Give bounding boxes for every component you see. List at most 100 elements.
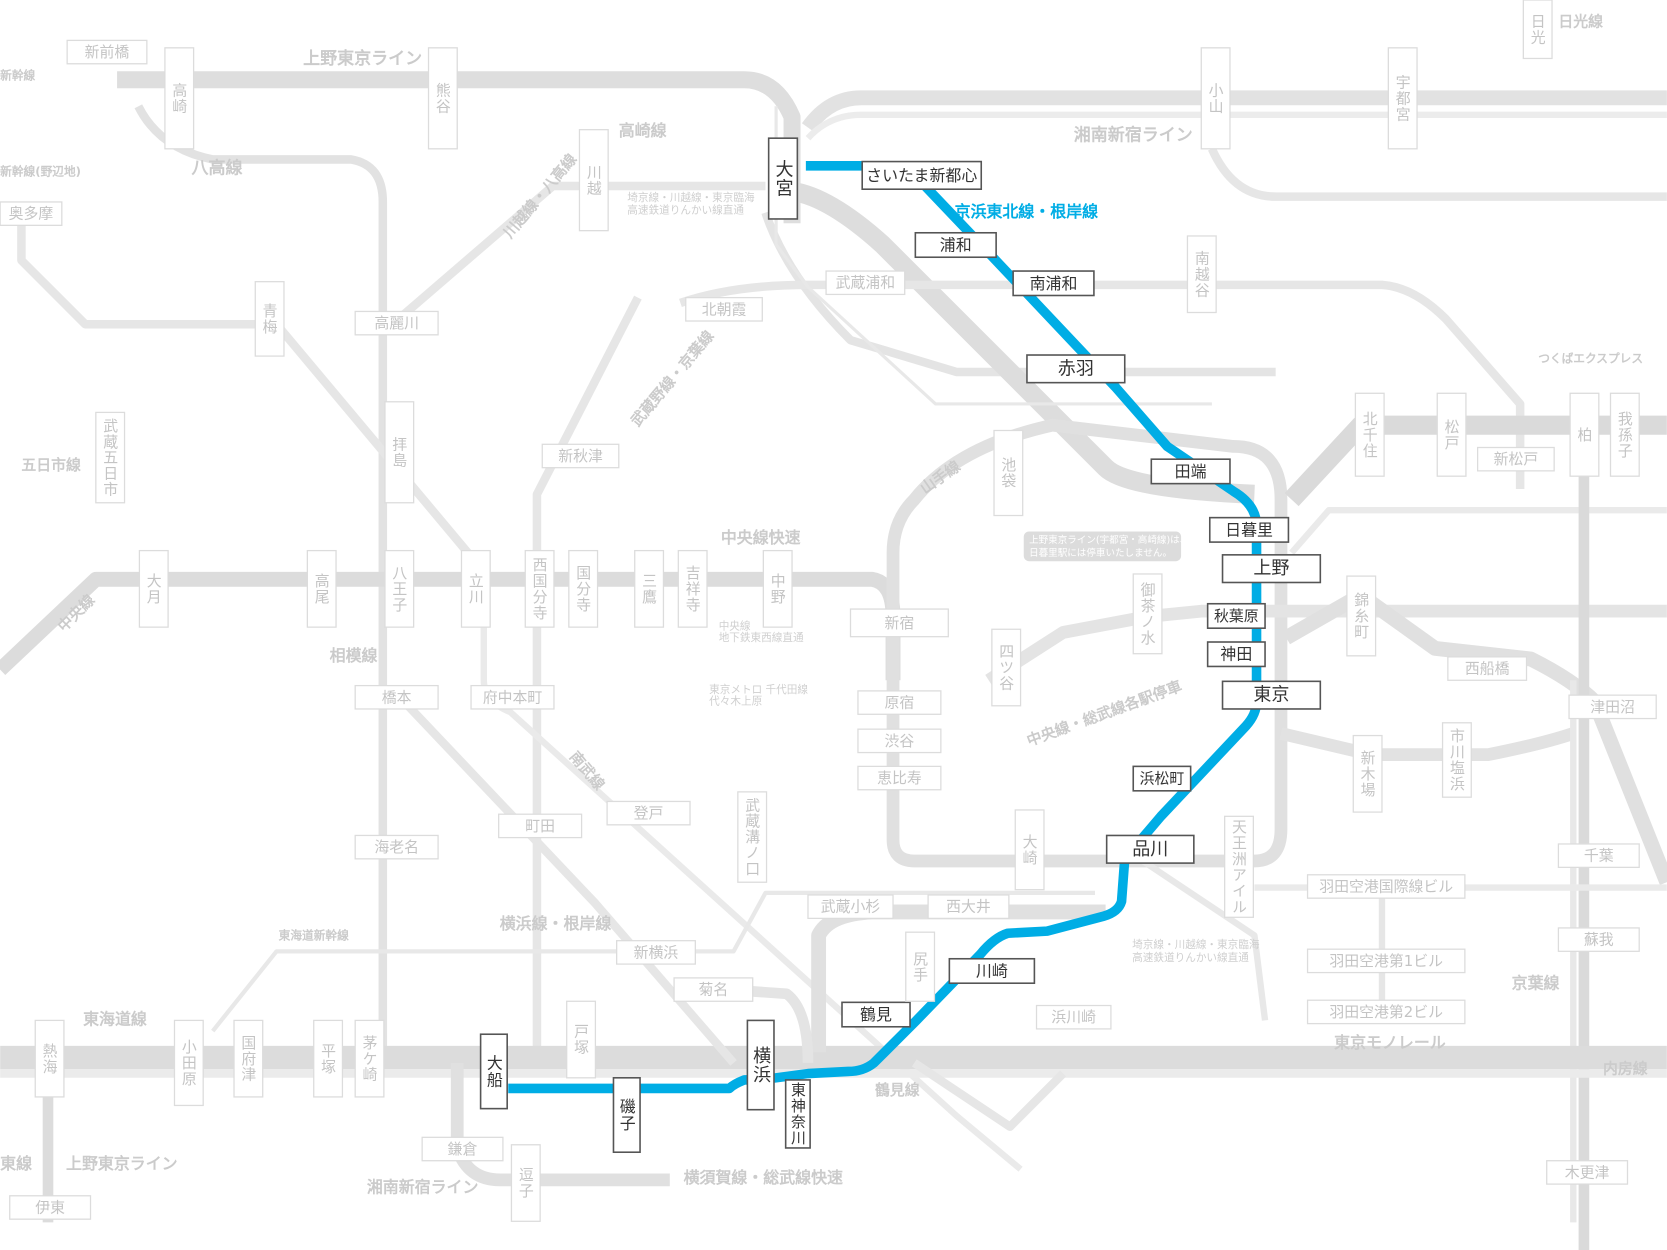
station[interactable]: 奥多摩 [0,201,63,226]
station[interactable]: 高麗川 [354,310,439,336]
station[interactable]: 高尾 [306,549,337,628]
station[interactable]: 新横浜 [616,940,696,965]
route-station[interactable]: 上野 [1221,554,1322,584]
station[interactable]: 中野 [762,549,793,628]
station[interactable]: 西船橋 [1447,656,1528,681]
station[interactable]: 戸塚 [566,1000,597,1079]
station[interactable]: 武蔵小杉 [807,894,894,920]
station[interactable]: 西大井 [927,894,1010,920]
station[interactable]: 菊名 [673,977,754,1002]
station[interactable]: 小田原 [173,1019,204,1107]
station-box [1206,602,1266,629]
station[interactable]: 熊谷 [427,47,458,150]
station[interactable]: 橋本 [354,684,439,710]
station[interactable]: 八王子 [384,549,415,628]
route-station[interactable]: 川崎 [948,957,1036,985]
station[interactable]: 府中本町 [470,684,555,710]
station[interactable]: 国府津 [233,1019,264,1098]
station[interactable]: 尻手 [905,931,936,1002]
route-station[interactable]: 浦和 [914,231,997,259]
station[interactable]: 小山 [1200,47,1231,150]
station[interactable]: 市川塩浜 [1441,722,1472,798]
station[interactable]: 武蔵五日市 [95,411,126,504]
route-station[interactable]: さいたま新都心 [861,160,983,190]
route-station[interactable]: 秋葉原 [1206,602,1266,629]
line-label: 武蔵野線・京葉線 [627,327,717,430]
station[interactable]: 三鷹 [634,549,665,628]
route-station[interactable]: 東京 [1221,680,1322,710]
station[interactable]: 錦糸町 [1346,575,1377,657]
station[interactable]: 大月 [138,549,169,628]
station[interactable]: 立川 [460,549,491,628]
station[interactable]: 鎌倉 [421,1136,504,1162]
station[interactable]: 蘇我 [1557,927,1640,952]
route-station[interactable]: 大船 [479,1033,508,1110]
route-station[interactable]: 日暮里 [1208,516,1290,543]
station-name: 天王洲アイル [1230,819,1248,915]
station[interactable]: 大崎 [1014,809,1045,891]
station[interactable]: 西国分寺 [524,549,555,628]
station[interactable]: 北朝霞 [685,296,763,322]
station[interactable]: 柏 [1569,392,1600,477]
station[interactable]: 津田沼 [1568,694,1657,720]
station-box [1352,734,1383,813]
station[interactable]: 新宿 [849,608,949,638]
station[interactable]: 南越谷 [1186,235,1217,314]
station[interactable]: 国分寺 [568,549,599,628]
route-station[interactable]: 神田 [1206,641,1266,668]
station-name: 新前橋 [85,43,130,61]
station[interactable]: 新秋津 [541,443,620,469]
station[interactable]: 我孫子 [1609,392,1640,477]
station[interactable]: 池袋 [993,429,1024,517]
station[interactable]: 町田 [498,813,583,839]
station[interactable]: 拝島 [384,401,415,504]
route-station[interactable]: 品川 [1105,834,1195,864]
route-station[interactable]: 田端 [1150,458,1231,485]
station[interactable]: 伊東 [9,1195,92,1220]
station[interactable]: 恵比寿 [857,765,942,791]
route-station[interactable]: 横浜 [746,1019,775,1111]
station[interactable]: 新松戸 [1476,446,1555,472]
station[interactable]: 松戸 [1436,392,1467,477]
station-name: 柏 [1575,427,1593,443]
station[interactable]: 羽田空港国際線ビル [1306,874,1466,899]
route-station[interactable]: 浜松町 [1132,765,1192,792]
station[interactable]: 茅ケ崎 [354,1019,385,1098]
station[interactable]: 宇都宮 [1387,47,1418,150]
station[interactable]: 新前橋 [66,39,148,65]
station[interactable]: 日光 [1522,0,1553,60]
route-station[interactable]: 南浦和 [1012,270,1095,297]
station[interactable]: 浜川崎 [1035,1004,1112,1030]
station[interactable]: 熱海 [34,1019,65,1098]
station[interactable]: 青梅 [254,281,285,357]
route-station[interactable]: 東神奈川 [784,1079,811,1149]
station[interactable]: 登戸 [606,800,691,826]
station[interactable]: 木更津 [1546,1160,1629,1185]
station[interactable]: 武蔵浦和 [825,270,906,296]
station[interactable]: 新木場 [1352,734,1383,813]
route-station[interactable]: 鶴見 [841,1001,911,1028]
station[interactable]: 四ツ谷 [991,628,1022,707]
station[interactable]: 羽田空港第1ビル [1306,948,1466,974]
station[interactable]: 武蔵溝ノ口 [737,791,768,883]
station[interactable]: 北千住 [1354,392,1385,477]
station-box [1012,270,1095,297]
station[interactable]: 川越 [578,129,609,232]
route-station[interactable]: 磯子 [612,1077,641,1154]
station[interactable]: 御茶ノ水 [1132,573,1163,655]
line-label: 五日市線 [21,456,81,474]
station[interactable]: 逗子 [510,1144,541,1222]
station[interactable]: 高崎 [164,47,195,150]
station[interactable]: 海老名 [354,834,439,860]
station[interactable]: 原宿 [857,690,942,715]
station-box [1568,694,1657,720]
station[interactable]: 羽田空港第2ビル [1306,999,1466,1025]
station[interactable]: 天王洲アイル [1224,815,1254,918]
line-label: 山手線 [917,457,964,497]
route-station[interactable]: 赤羽 [1026,354,1126,384]
station[interactable]: 渋谷 [857,728,942,754]
route-station[interactable]: 大宮 [767,137,799,220]
station[interactable]: 吉祥寺 [677,549,708,628]
station[interactable]: 平塚 [313,1019,344,1098]
station[interactable]: 千葉 [1557,843,1640,868]
